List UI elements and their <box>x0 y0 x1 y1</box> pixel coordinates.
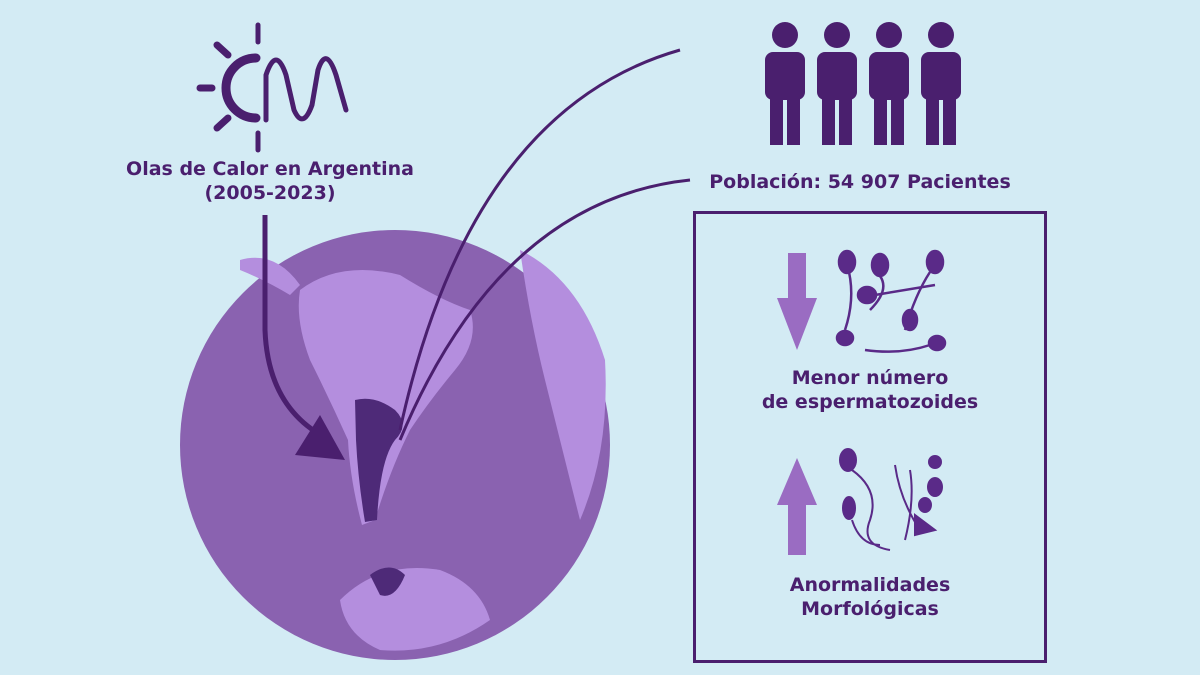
finding-line1: Menor número <box>791 367 949 389</box>
finding-line1: Anormalidades <box>789 574 951 596</box>
abnormal-sperm-icon <box>839 448 943 551</box>
sun-wave-icon <box>196 22 349 153</box>
heatwave-title-text: Olas de Calor en Argentina <box>126 158 414 180</box>
finding-morphology: Anormalidades Morfológicas <box>700 574 1040 622</box>
heatwave-period: (2005-2023) <box>204 181 336 204</box>
sperm-cluster-icon <box>835 249 947 353</box>
finding-sperm-count: Menor número de espermatozoides <box>700 367 1040 415</box>
finding-line2: de espermatozoides <box>761 390 979 413</box>
globe <box>180 230 610 660</box>
africa-landmass <box>520 250 606 520</box>
findings-box <box>693 211 1047 663</box>
heatwave-arrow <box>262 215 345 460</box>
central-america-landmass <box>240 257 300 295</box>
population-label: Población: 54 907 Pacientes <box>709 171 1011 193</box>
decrease-arrow-icon <box>777 253 817 350</box>
argentina-highlight <box>355 398 403 522</box>
south-america-landmass <box>298 270 473 525</box>
increase-arrow-icon <box>777 458 817 555</box>
heatwave-title: Olas de Calor en Argentina (2005-2023) <box>120 158 420 206</box>
people-icon <box>765 22 961 145</box>
connection-lines <box>398 48 691 441</box>
finding-line2: Morfológicas <box>801 597 939 620</box>
